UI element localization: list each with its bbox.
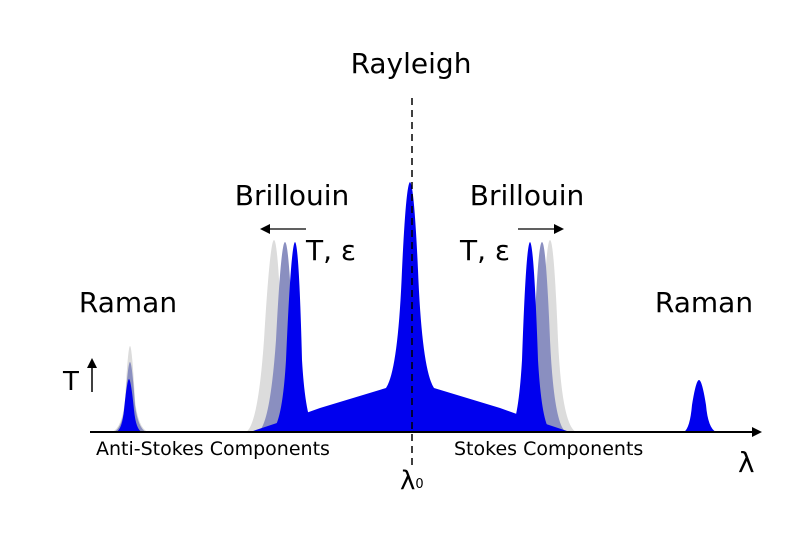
shift-left-label: T, ε <box>305 234 356 267</box>
raman-left-label: Raman <box>79 286 177 319</box>
brillouin-left-shift-mid <box>258 242 310 432</box>
rayleigh-peak <box>250 182 570 432</box>
wavelength-axis-label: λ <box>738 446 755 479</box>
intensity-axis-label: T <box>62 367 79 397</box>
rayleigh-label: Rayleigh <box>351 47 472 80</box>
brillouin-right-label: Brillouin <box>470 179 584 212</box>
brillouin-right-shift-mid <box>518 242 566 432</box>
raman-right-peak <box>684 380 716 432</box>
brillouin-left-peak <box>270 242 318 432</box>
brillouin-left-shift-light <box>246 240 300 432</box>
brillouin-right-peak <box>508 242 552 432</box>
lambda0-label: λ0 <box>400 466 424 496</box>
stokes-label: Stokes Components <box>454 438 643 460</box>
raman-left-peak <box>116 379 142 432</box>
brillouin-left-label: Brillouin <box>235 179 349 212</box>
anti-stokes-label: Anti-Stokes Components <box>96 438 330 460</box>
lambda0-subscript: 0 <box>415 477 423 492</box>
brillouin-right-shift-light <box>524 240 576 432</box>
raman-right-label: Raman <box>655 286 753 319</box>
shift-right-label: T, ε <box>459 234 510 267</box>
lambda0-symbol: λ <box>400 466 415 496</box>
